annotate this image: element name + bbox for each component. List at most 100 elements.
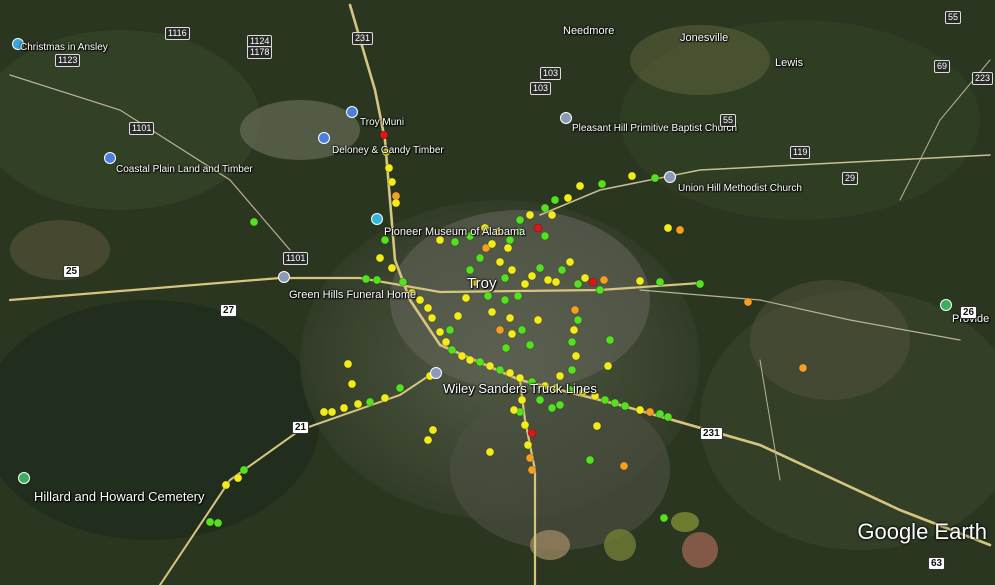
sensor-dot-yellow[interactable]	[387, 263, 397, 273]
sensor-dot-yellow[interactable]	[319, 407, 329, 417]
sensor-dot-green[interactable]	[495, 365, 505, 375]
sensor-dot-green[interactable]	[361, 274, 371, 284]
sensor-dot-yellow[interactable]	[527, 271, 537, 281]
sensor-dot-orange[interactable]	[675, 225, 685, 235]
sensor-dot-yellow[interactable]	[453, 311, 463, 321]
label-needmore[interactable]: Needmore	[563, 25, 615, 37]
sensor-dot-green[interactable]	[547, 403, 557, 413]
sensor-dot-orange[interactable]	[495, 325, 505, 335]
sensor-dot-yellow[interactable]	[509, 405, 519, 415]
sensor-dot-yellow[interactable]	[441, 337, 451, 347]
sensor-dot-yellow[interactable]	[384, 163, 394, 173]
sensor-dot-yellow[interactable]	[375, 253, 385, 263]
sensor-dot-yellow[interactable]	[423, 303, 433, 313]
sensor-dot-yellow[interactable]	[391, 198, 401, 208]
sensor-dot-orange[interactable]	[481, 243, 491, 253]
label-troy[interactable]: Troy	[467, 275, 497, 292]
sensor-dot-green[interactable]	[600, 395, 610, 405]
sensor-dot-yellow[interactable]	[381, 147, 391, 157]
sensor-dot-green[interactable]	[500, 295, 510, 305]
sensor-dot-green[interactable]	[557, 265, 567, 275]
sensor-dot-yellow[interactable]	[435, 327, 445, 337]
sensor-dot-yellow[interactable]	[551, 277, 561, 287]
sensor-dot-yellow[interactable]	[493, 227, 503, 237]
sensor-dot-yellow[interactable]	[520, 279, 530, 289]
sensor-dot-green[interactable]	[655, 277, 665, 287]
sensor-dot-yellow[interactable]	[663, 223, 673, 233]
sensor-dot-yellow[interactable]	[427, 313, 437, 323]
sensor-dot-green[interactable]	[555, 400, 565, 410]
sensor-dot-green[interactable]	[249, 217, 259, 227]
sensor-dot-yellow[interactable]	[343, 359, 353, 369]
sensor-dot-yellow[interactable]	[571, 351, 581, 361]
sensor-dot-yellow[interactable]	[507, 329, 517, 339]
sensor-dot-yellow[interactable]	[578, 387, 588, 397]
sensor-dot-yellow[interactable]	[525, 210, 535, 220]
sensor-dot-green[interactable]	[501, 343, 511, 353]
sensor-dot-green[interactable]	[620, 401, 630, 411]
sensor-dot-green[interactable]	[515, 227, 525, 237]
sensor-dot-green[interactable]	[535, 263, 545, 273]
sensor-dot-green[interactable]	[567, 337, 577, 347]
sensor-dot-green[interactable]	[475, 357, 485, 367]
sensor-dot-yellow[interactable]	[327, 407, 337, 417]
sensor-dot-green[interactable]	[447, 345, 457, 355]
sensor-dot-yellow[interactable]	[423, 435, 433, 445]
sensor-dot-yellow[interactable]	[485, 447, 495, 457]
label-pleasant-hill-church[interactable]: Pleasant Hill Primitive Baptist Church	[572, 123, 738, 134]
label-troy-muni[interactable]: Troy Muni	[360, 117, 405, 128]
sensor-dot-green[interactable]	[595, 285, 605, 295]
sensor-dot-green[interactable]	[650, 173, 660, 183]
sensor-dot-orange[interactable]	[599, 275, 609, 285]
sensor-dot-yellow[interactable]	[517, 395, 527, 405]
sensor-dot-red[interactable]	[379, 130, 389, 140]
sensor-dot-red[interactable]	[533, 223, 543, 233]
sensor-dot-yellow[interactable]	[563, 193, 573, 203]
sensor-dot-yellow[interactable]	[435, 235, 445, 245]
sensor-dot-green[interactable]	[535, 395, 545, 405]
sensor-dot-yellow[interactable]	[505, 313, 515, 323]
sensor-dot-orange[interactable]	[570, 305, 580, 315]
sensor-dot-yellow[interactable]	[565, 257, 575, 267]
sensor-dot-green[interactable]	[567, 365, 577, 375]
sensor-dot-green[interactable]	[663, 412, 673, 422]
sensor-dot-green[interactable]	[380, 235, 390, 245]
sensor-dot-green[interactable]	[398, 277, 408, 287]
sensor-dot-yellow[interactable]	[580, 273, 590, 283]
sensor-dot-yellow[interactable]	[233, 473, 243, 483]
sensor-dot-green[interactable]	[465, 265, 475, 275]
sensor-dot-yellow[interactable]	[523, 440, 533, 450]
sensor-dot-yellow[interactable]	[505, 368, 515, 378]
sensor-dot-yellow[interactable]	[380, 393, 390, 403]
sensor-dot-green[interactable]	[505, 235, 515, 245]
label-coastal-plain[interactable]: Coastal Plain Land and Timber	[116, 164, 253, 175]
sensor-dot-yellow[interactable]	[461, 293, 471, 303]
place-pin-icon[interactable]	[104, 152, 116, 164]
sensor-dot-yellow[interactable]	[407, 288, 417, 298]
sensor-dot-orange[interactable]	[645, 407, 655, 417]
airport-pin-icon[interactable]	[346, 106, 358, 118]
label-hillard-howard-cemetery[interactable]: Hillard and Howard Cemetery	[34, 489, 205, 504]
sensor-dot-yellow[interactable]	[465, 355, 475, 365]
sensor-dot-yellow[interactable]	[487, 307, 497, 317]
sensor-dot-green[interactable]	[597, 179, 607, 189]
church-pin-icon[interactable]	[560, 112, 572, 124]
sensor-dot-green[interactable]	[655, 409, 665, 419]
sensor-dot-green[interactable]	[372, 275, 382, 285]
sensor-dot-green[interactable]	[483, 291, 493, 301]
sensor-dot-yellow[interactable]	[339, 403, 349, 413]
place-pin-icon[interactable]	[430, 367, 442, 379]
label-christmas-in-ansley[interactable]: Christmas in Ansley	[20, 42, 108, 53]
sensor-dot-green[interactable]	[500, 273, 510, 283]
sensor-dot-green[interactable]	[515, 215, 525, 225]
sensor-dot-green[interactable]	[213, 518, 223, 528]
sensor-dot-green[interactable]	[573, 279, 583, 289]
sensor-dot-green[interactable]	[540, 203, 550, 213]
label-lewis[interactable]: Lewis	[775, 57, 804, 69]
sensor-dot-green[interactable]	[513, 291, 523, 301]
sensor-dot-orange[interactable]	[527, 465, 537, 475]
sensor-dot-red[interactable]	[588, 277, 598, 287]
sensor-dot-yellow[interactable]	[353, 399, 363, 409]
sensor-dot-green[interactable]	[565, 385, 575, 395]
